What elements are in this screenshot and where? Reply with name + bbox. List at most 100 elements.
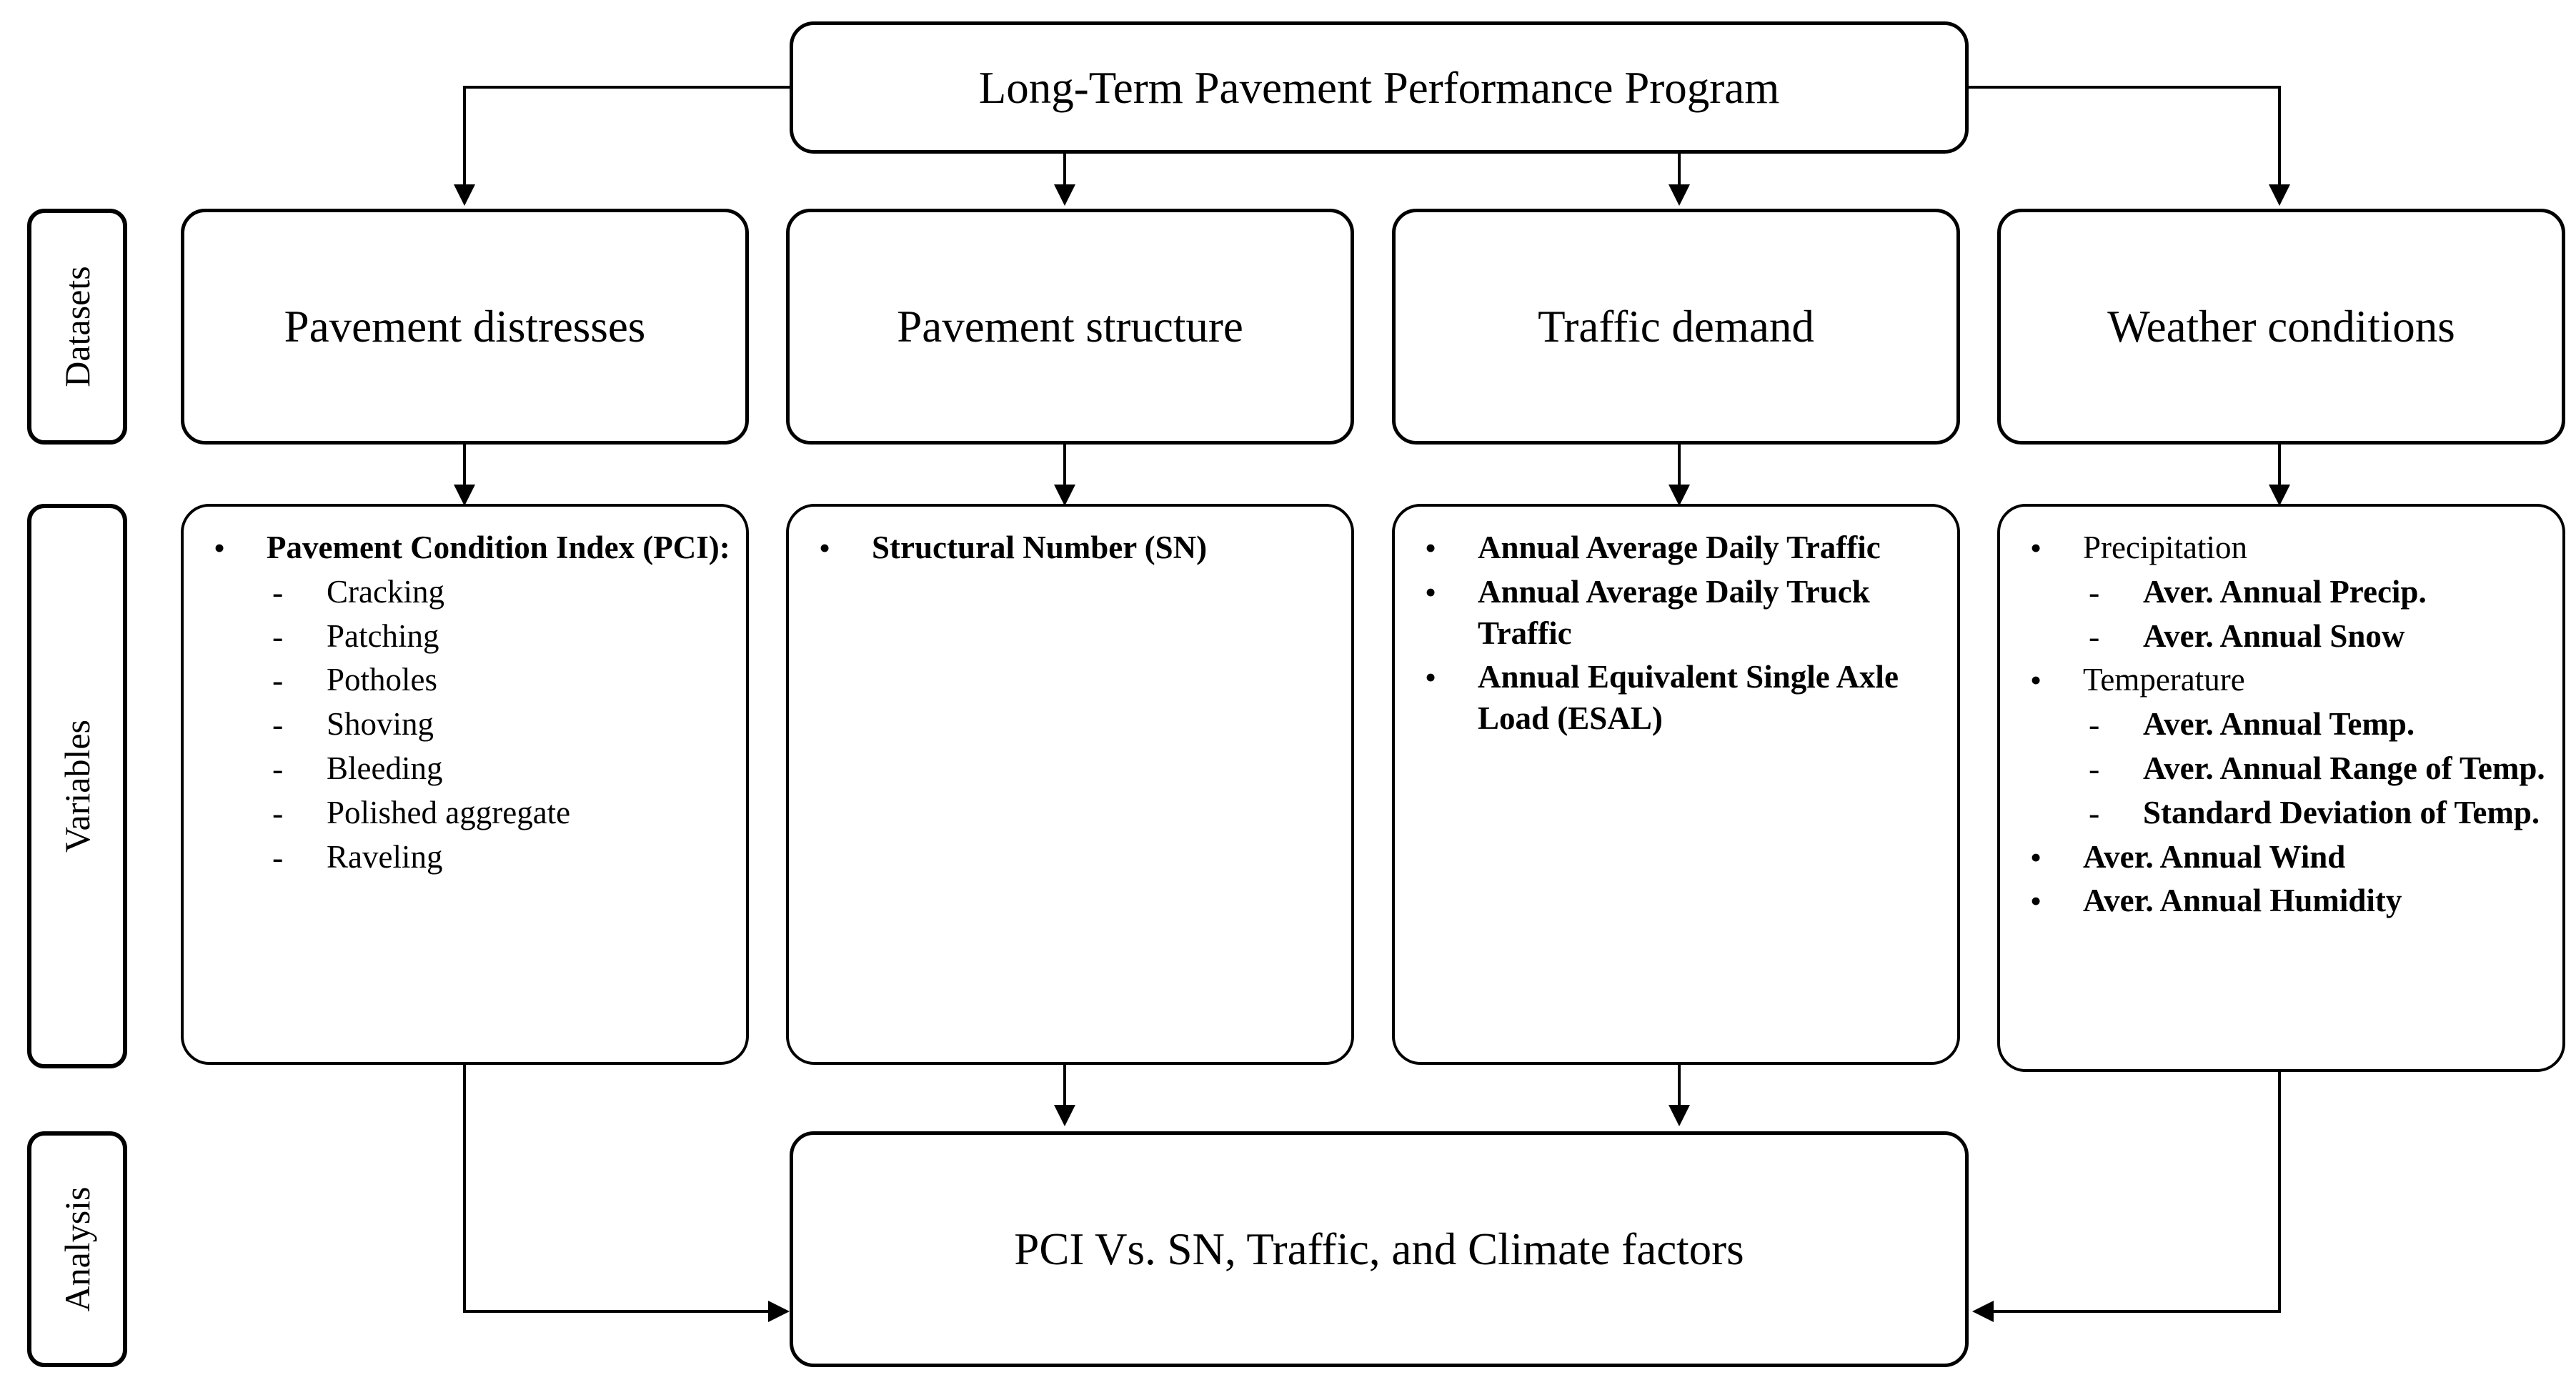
variable-item-label: Aver. Annual Humidity [2083,883,2402,919]
variable-item: • Annual Average Daily Truck Traffic [1415,571,1947,655]
variable-item: - Patching [232,615,736,658]
connector-traffic-to-analysis [1678,1065,1681,1108]
variable-item-label: Aver. Annual Precip. [2143,573,2427,610]
bullet-icon: • [2030,530,2042,566]
variable-item-label: Structural Number (SN) [872,530,1208,565]
connector-title-to-traffic-v [1678,154,1681,187]
dash-icon: - [2089,794,2100,831]
variable-item: - Bleeding [232,748,736,790]
dataset-label-traffic-demand: Traffic demand [1538,301,1814,352]
variable-item-label: Polished aggregate [327,794,571,830]
bullet-icon: • [1425,573,1437,610]
connector-distresses-to-analysis-h [463,1310,770,1313]
arrowhead-analysis-right [1972,1301,1994,1322]
bullet-icon: • [1425,658,1437,695]
variable-item: - Aver. Annual Precip. [2049,571,2552,614]
dataset-box-weather-conditions: Weather conditions [1997,209,2565,445]
dash-icon: - [2089,617,2100,655]
arrowhead-distresses-vars [454,485,475,506]
bullet-icon: • [2030,883,2042,920]
variable-item: - Potholes [232,659,736,702]
dash-icon: - [2089,750,2100,787]
variable-item: • Pavement Condition Index (PCI): [204,527,736,570]
variable-item-label: Bleeding [327,750,443,786]
dataset-box-pavement-distresses: Pavement distresses [181,209,749,445]
bullet-icon: • [214,530,226,566]
variable-item: - Standard Deviation of Temp. [2049,792,2552,835]
variable-item-label: Aver. Annual Snow [2143,617,2405,654]
connector-structure-to-analysis [1063,1065,1066,1108]
variable-item-label: Standard Deviation of Temp. [2143,794,2540,830]
dash-icon: - [2089,706,2100,743]
variable-item: - Aver. Annual Temp. [2049,703,2552,746]
connector-distresses-to-analysis-v [463,1065,466,1311]
variable-item-label: Pavement Condition Index (PCI): [267,530,730,565]
dash-icon: - [272,662,284,699]
variable-item-label: Annual Average Daily Truck Traffic [1478,573,1870,652]
variable-item: •Precipitation [2020,527,2552,570]
variable-item-label: Aver. Annual Temp. [2143,706,2415,743]
connector-structure-to-vars [1063,445,1066,487]
variable-item-label: Cracking [327,573,444,610]
variables-box-traffic-demand: • Annual Average Daily Traffic • Annual Ave… [1392,504,1960,1065]
variable-item: - Raveling [232,836,736,879]
row-label-variables: Variables [27,504,127,1068]
dash-icon: - [272,617,284,655]
variable-item-label: Patching [327,617,439,654]
variable-item: • Aver. Annual Wind [2020,836,2552,879]
connector-title-to-weather-h [1967,86,2281,89]
bullet-icon: • [819,530,831,566]
variable-item-label: Temperature [2083,662,2245,698]
dataset-label-pavement-distresses: Pavement distresses [284,301,646,352]
variable-item-label: Raveling [327,838,443,875]
dash-icon: - [272,750,284,787]
dash-icon: - [272,838,284,875]
dataset-box-traffic-demand: Traffic demand [1392,209,1960,445]
variable-item: -Cracking [232,571,736,614]
dataset-label-weather-conditions: Weather conditions [2107,301,2455,352]
connector-weather-to-analysis-h [1992,1310,2281,1313]
arrowhead-structure [1054,184,1075,206]
arrowhead-distresses [454,184,475,206]
variable-item: • Aver. Annual Humidity [2020,880,2552,923]
arrowhead-analysis-left [768,1301,790,1322]
variables-list-weather-conditions: •Precipitation-Aver. Annual Precip.-Aver… [2020,527,2552,924]
variable-item-label: Shoving [327,706,434,743]
variable-item-label: Aver. Annual Wind [2083,838,2346,875]
row-label-datasets: Datasets [27,209,127,445]
variable-item: - Aver. Annual Range of Temp. [2049,748,2552,790]
dash-icon: - [272,794,284,831]
title-box: Long-Term Pavement Performance Program [790,21,1969,154]
dash-icon: - [2089,573,2100,610]
connector-title-to-structure-v [1063,154,1066,187]
connector-weather-to-vars [2278,445,2281,487]
bullet-icon: • [2030,838,2042,875]
title-label: Long-Term Pavement Performance Program [978,62,1780,113]
variables-list-pavement-structure: • Structural Number (SN) [809,527,1341,571]
variable-item: • Annual Equivalent Single Axle Load (ESA… [1415,656,1947,740]
bullet-icon: • [2030,662,2042,699]
arrowhead-weather [2269,184,2290,206]
dataset-box-pavement-structure: Pavement structure [786,209,1354,445]
arrowhead-analysis-traffic [1669,1105,1690,1126]
variable-item: • Structural Number (SN) [809,527,1341,570]
variable-item: -Shoving [232,703,736,746]
arrowhead-weather-vars [2269,485,2290,506]
analysis-label: PCI Vs. SN, Traffic, and Climate factors [1014,1223,1744,1274]
dataset-label-pavement-structure: Pavement structure [897,301,1243,352]
variable-item-label: Annual Equivalent Single Axle Load (ESAL… [1478,658,1899,737]
variable-item-label: Annual Average Daily Traffic [1478,530,1881,565]
variables-list-pavement-distresses: •Pavement Condition Index (PCI):-Crackin… [204,527,736,880]
variable-item-label: Aver. Annual Range of Temp. [2143,750,2545,786]
arrowhead-traffic [1669,184,1690,206]
variables-box-weather-conditions: •Precipitation-Aver. Annual Precip.-Aver… [1997,504,2565,1072]
row-label-datasets-text: Datasets [57,266,97,387]
row-label-variables-text: Variables [57,719,97,853]
connector-distresses-to-vars [463,445,466,487]
connector-weather-to-analysis-v [2278,1072,2281,1311]
variable-item-label: Potholes [327,662,438,698]
bullet-icon: • [1425,530,1437,566]
variables-list-traffic-demand: • Annual Average Daily Traffic • Annual Ave… [1415,527,1947,741]
connector-title-to-distresses-v [463,86,466,187]
